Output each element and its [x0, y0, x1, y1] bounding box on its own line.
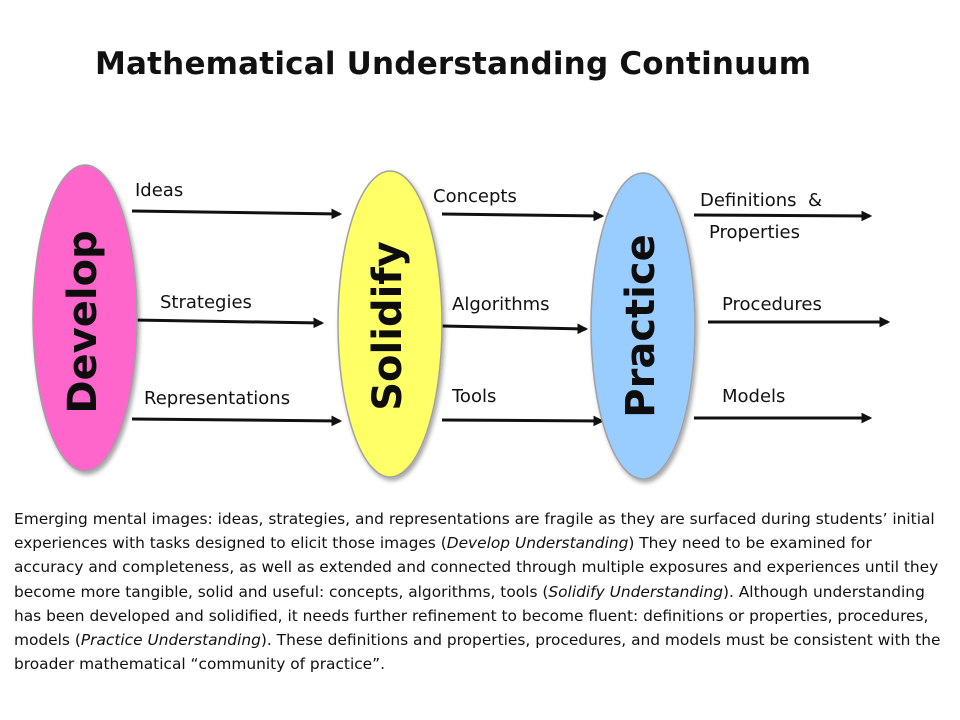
description-emphasis-develop: Develop Understanding — [446, 534, 629, 553]
practice-label: Practice — [618, 234, 664, 417]
develop-label: Develop — [60, 230, 106, 413]
flow-label-strategies: Strategies — [160, 292, 252, 313]
flow-label-algorithms: Algorithms — [452, 294, 550, 315]
solidify-label: Solidify — [365, 241, 411, 411]
arrow-tools — [441, 415, 605, 427]
arrow-definitions — [693, 210, 873, 222]
practice-oval — [590, 172, 696, 480]
description-text-2: ) They need to be examined for accuracy … — [14, 534, 939, 601]
description-emphasis-solidify: Solidify Understanding — [548, 582, 723, 601]
develop-oval — [32, 164, 138, 472]
description-text-4: ). These definitions and properties, pro… — [14, 631, 941, 674]
flow-label-concepts: Concepts — [433, 186, 517, 207]
arrow-representations — [131, 415, 343, 427]
stage-solidify: Solidify — [337, 170, 443, 478]
flow-label-procedures: Procedures — [722, 294, 822, 315]
flow-label-properties: Properties — [709, 222, 800, 243]
arrow-strategies — [131, 317, 325, 329]
flow-label-definitions: Definitions & — [700, 190, 823, 211]
arrows-practice-out — [693, 210, 891, 424]
flow-label-representations: Representations — [144, 388, 291, 409]
arrow-concepts — [441, 210, 605, 222]
description-paragraph: Emerging mental images: ideas, strategie… — [14, 507, 944, 676]
stage-practice: Practice — [590, 172, 696, 480]
arrows-develop-to-solidify — [131, 208, 343, 427]
description-emphasis-practice: Practice Understanding — [80, 631, 261, 650]
continuum-diagram: Develop Solidify Practice — [32, 164, 891, 480]
arrow-algorithms — [441, 323, 589, 335]
flow-label-models: Models — [722, 386, 786, 407]
flow-label-ideas: Ideas — [135, 180, 184, 201]
flow-label-tools: Tools — [452, 386, 497, 407]
description-text-3: ). Although understanding has been devel… — [14, 582, 929, 650]
arrow-ideas — [131, 208, 343, 220]
description-text-1: Emerging mental images: ideas, strategie… — [14, 510, 935, 553]
diagram-title: Mathematical Understanding Continuum — [95, 46, 812, 82]
arrows-solidify-to-practice — [441, 210, 605, 427]
stage-develop: Develop — [32, 164, 138, 472]
solidify-oval — [337, 170, 443, 478]
